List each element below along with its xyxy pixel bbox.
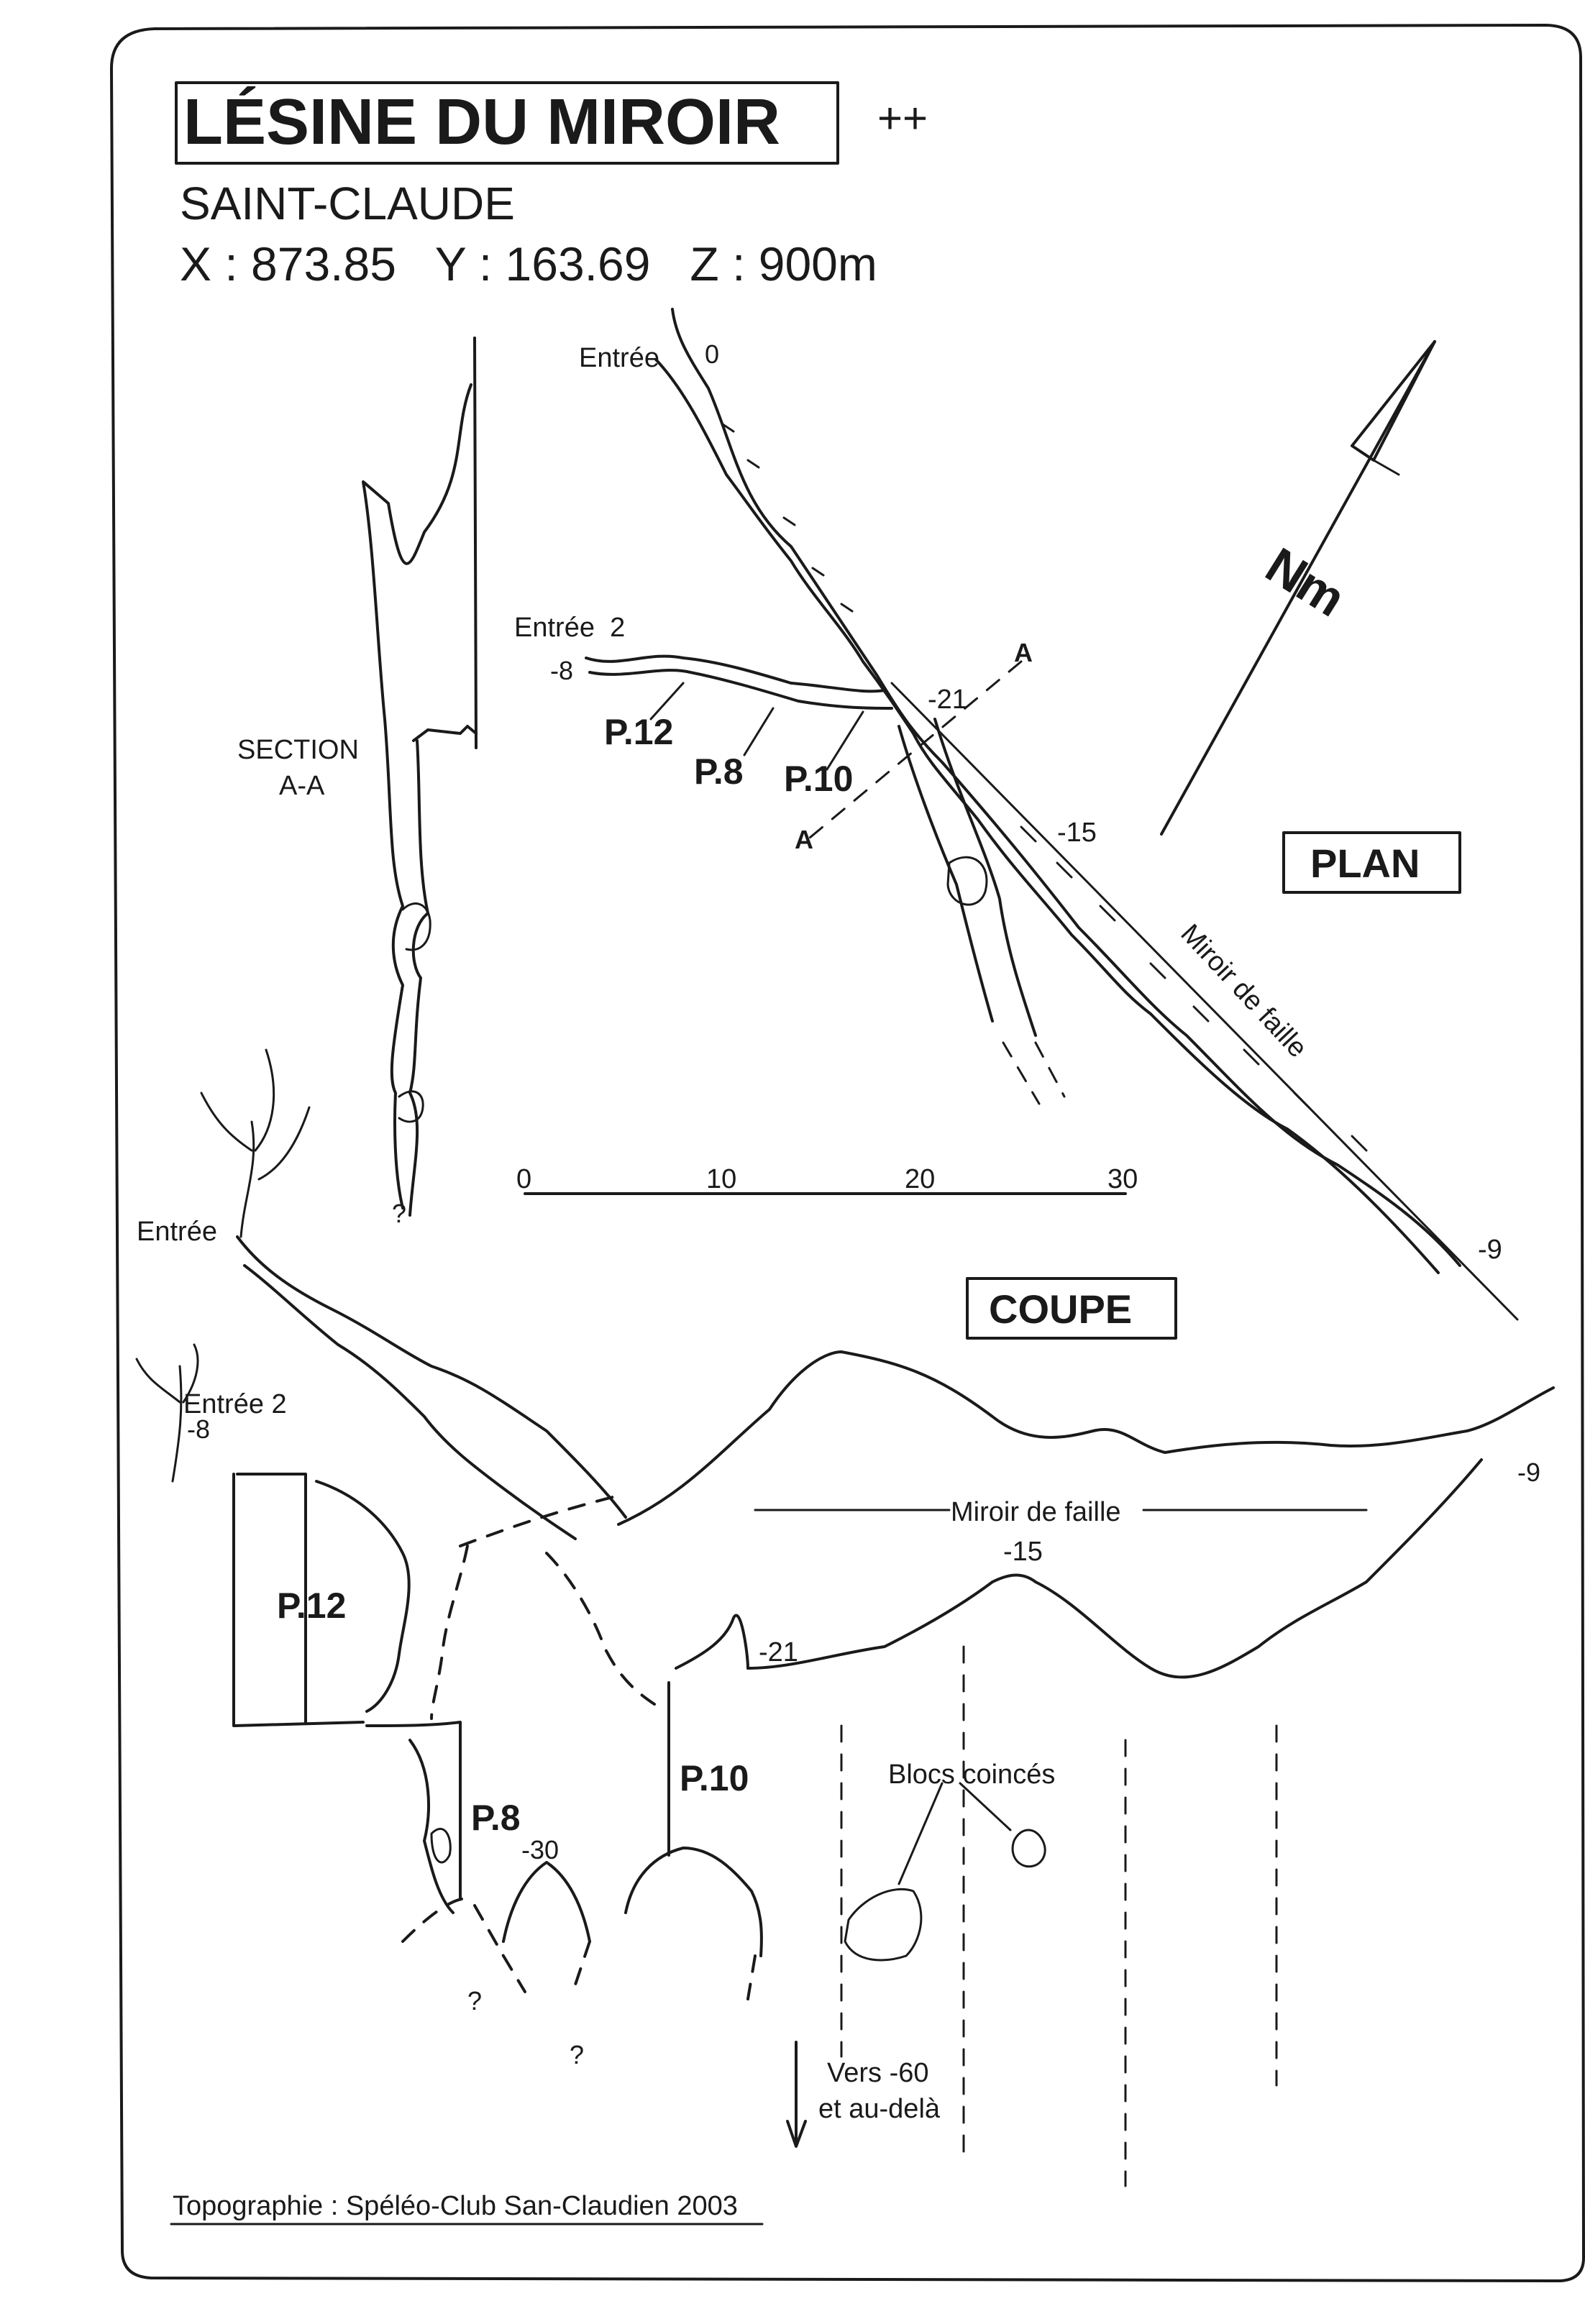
coupe-continuation-line2: et au-delà	[818, 2094, 941, 2124]
plan-shaft-p10: P.10	[784, 759, 853, 799]
section-unknown-mark: ?	[392, 1199, 406, 1228]
north-label: Nm	[1256, 537, 1355, 628]
section-a-a-drawing	[362, 337, 478, 1217]
north-arrow-icon	[1160, 340, 1436, 836]
plan-entrance-depth: 0	[705, 339, 719, 369]
survey-title: LÉSINE DU MIROIR	[183, 86, 780, 158]
coupe-entrance2-depth: -8	[187, 1414, 210, 1444]
coupe-shaft-p12: P.12	[277, 1586, 346, 1626]
plan-cave-drawing	[585, 308, 1519, 1321]
scale-tick-20: 20	[905, 1164, 935, 1194]
plan-depth-9: -9	[1478, 1235, 1502, 1265]
survey-credit: Topographie : Spéléo-Club San-Claudien 2…	[173, 2191, 738, 2221]
coupe-box	[966, 1277, 1177, 1340]
plan-entrance-label: Entrée	[579, 343, 659, 373]
plan-entrance2-depth: -8	[550, 656, 573, 685]
coupe-entrance-label: Entrée	[137, 1217, 217, 1247]
coupe-depth-21: -21	[759, 1637, 798, 1667]
scale-tick-10: 10	[706, 1164, 736, 1194]
coupe-blocks-label: Blocs coincés	[888, 1760, 1055, 1790]
coupe-continuation-line1: Vers -60	[827, 2058, 929, 2088]
commune-name: SAINT-CLAUDE	[180, 178, 515, 229]
plan-box	[1282, 831, 1461, 894]
plan-box-label: PLAN	[1310, 841, 1420, 886]
plan-section-mark-top: A	[1014, 638, 1033, 667]
coordinates: X : 873.85 Y : 163.69 Z : 900m	[180, 237, 877, 290]
coupe-shaft-p8: P.8	[471, 1798, 521, 1838]
coupe-fault-label: Miroir de faille	[951, 1497, 1121, 1527]
scale-tick-30: 30	[1107, 1164, 1138, 1194]
plan-section-mark-bottom: A	[795, 825, 813, 854]
plan-shaft-p8: P.8	[694, 751, 744, 792]
coupe-unknown-2: ?	[570, 2040, 584, 2069]
coupe-box-label: COUPE	[989, 1286, 1132, 1332]
coupe-cave-drawing	[135, 1048, 1555, 2187]
title-box	[175, 81, 839, 165]
scale-tick-0: 0	[516, 1164, 531, 1194]
coupe-depth-9: -9	[1517, 1458, 1540, 1487]
page-border	[110, 24, 1585, 2282]
coupe-shaft-p10: P.10	[680, 1758, 749, 1798]
coupe-depth-15: -15	[1003, 1537, 1043, 1567]
plan-shaft-p12: P.12	[604, 712, 673, 752]
section-label-line2: A-A	[279, 771, 325, 801]
coupe-depth-30: -30	[521, 1835, 559, 1865]
coupe-entrance2-label: Entrée 2	[183, 1389, 287, 1419]
section-label-line1: SECTION	[237, 735, 359, 765]
plan-depth-21: -21	[928, 685, 967, 715]
coupe-unknown-1: ?	[467, 1986, 482, 2016]
plan-depth-15: -15	[1057, 818, 1097, 848]
plan-entrance2-label: Entrée 2	[514, 613, 625, 643]
rating-marks: ++	[877, 94, 928, 142]
